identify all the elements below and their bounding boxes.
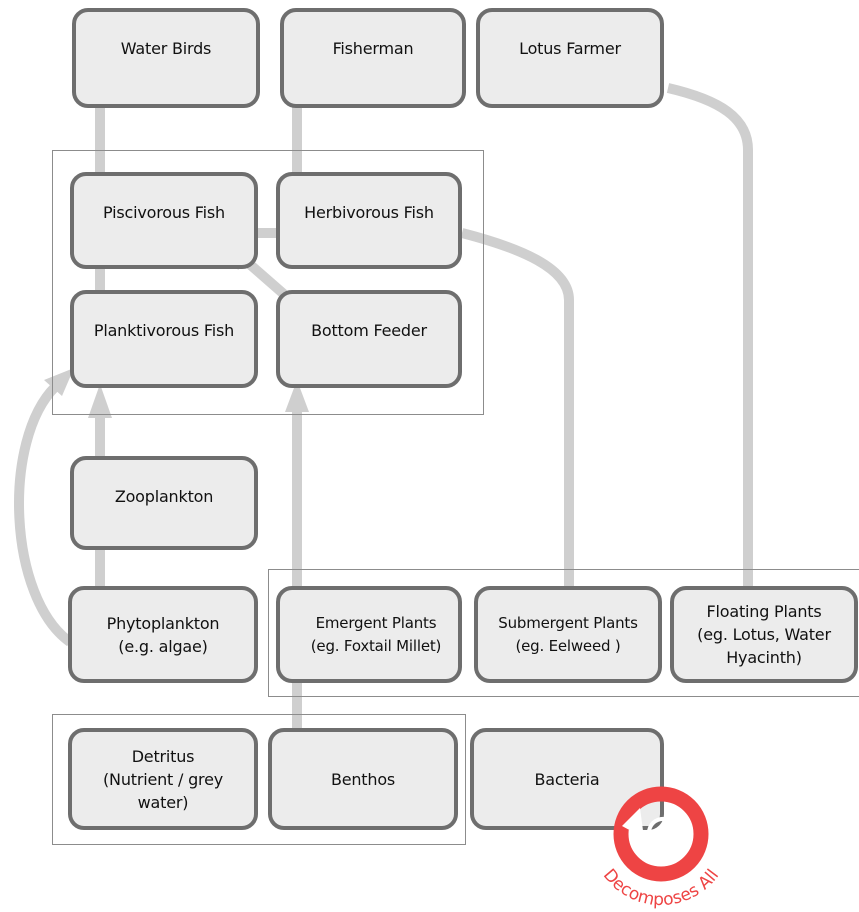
node-label: Benthos — [330, 769, 396, 789]
arrow-phytoplankton-to-planktivorous — [14, 383, 74, 647]
arrow-floating-to-lotus-farmer — [666, 83, 753, 586]
node-herbivorous-fish: Herbivorous Fish — [276, 172, 462, 269]
node-label: Piscivorous Fish — [103, 203, 225, 222]
node-zooplankton: Zooplankton — [70, 456, 258, 550]
node-lotus-farmer: Lotus Farmer — [476, 8, 664, 108]
node-phytoplankton: Phytoplankton (e.g. algae) — [68, 586, 258, 683]
node-label: Bottom Feeder — [311, 321, 427, 340]
fish-group-outline — [52, 150, 484, 415]
arrowhead — [44, 368, 74, 396]
arrow-bottom-feeder-to-piscivorous — [242, 257, 290, 300]
node-label: Water Birds — [120, 39, 212, 58]
node-label: Fisherman — [332, 39, 414, 58]
node-label: Detritus (Nutrient / grey water) — [103, 746, 223, 812]
arrowhead — [88, 384, 112, 418]
node-water-birds: Water Birds — [72, 8, 260, 108]
node-bottom-feeder: Bottom Feeder — [276, 290, 462, 388]
node-floating-plants: Floating Plants (eg. Lotus, Water Hyacin… — [670, 586, 858, 683]
node-label: Planktivorous Fish — [93, 321, 235, 340]
node-label: Submergent Plants (eg. Eelweed ) — [498, 613, 638, 655]
node-benthos: Benthos — [268, 728, 458, 830]
node-detritus: Detritus (Nutrient / grey water) — [68, 728, 258, 830]
node-fisherman: Fisherman — [280, 8, 466, 108]
node-label: Herbivorous Fish — [304, 203, 434, 222]
node-piscivorous-fish: Piscivorous Fish — [70, 172, 258, 269]
node-label: Bacteria — [534, 769, 600, 789]
arrowhead — [285, 380, 309, 412]
plants-group-outline — [268, 569, 859, 697]
bottom-group-outline — [52, 714, 466, 845]
node-label: Zooplankton — [114, 487, 214, 506]
node-bacteria: Bacteria — [470, 728, 664, 830]
node-emergent-plants: Emergent Plants (eg. Foxtail Millet) — [276, 586, 462, 683]
node-label: Phytoplankton (e.g. algae) — [106, 613, 220, 656]
node-submergent-plants: Submergent Plants (eg. Eelweed ) — [474, 586, 662, 683]
node-label: Emergent Plants (eg. Foxtail Millet) — [310, 613, 442, 655]
node-label: Lotus Farmer — [519, 39, 621, 58]
node-planktivorous-fish: Planktivorous Fish — [70, 290, 258, 388]
node-label: Floating Plants (eg. Lotus, Water Hyacin… — [697, 602, 831, 667]
